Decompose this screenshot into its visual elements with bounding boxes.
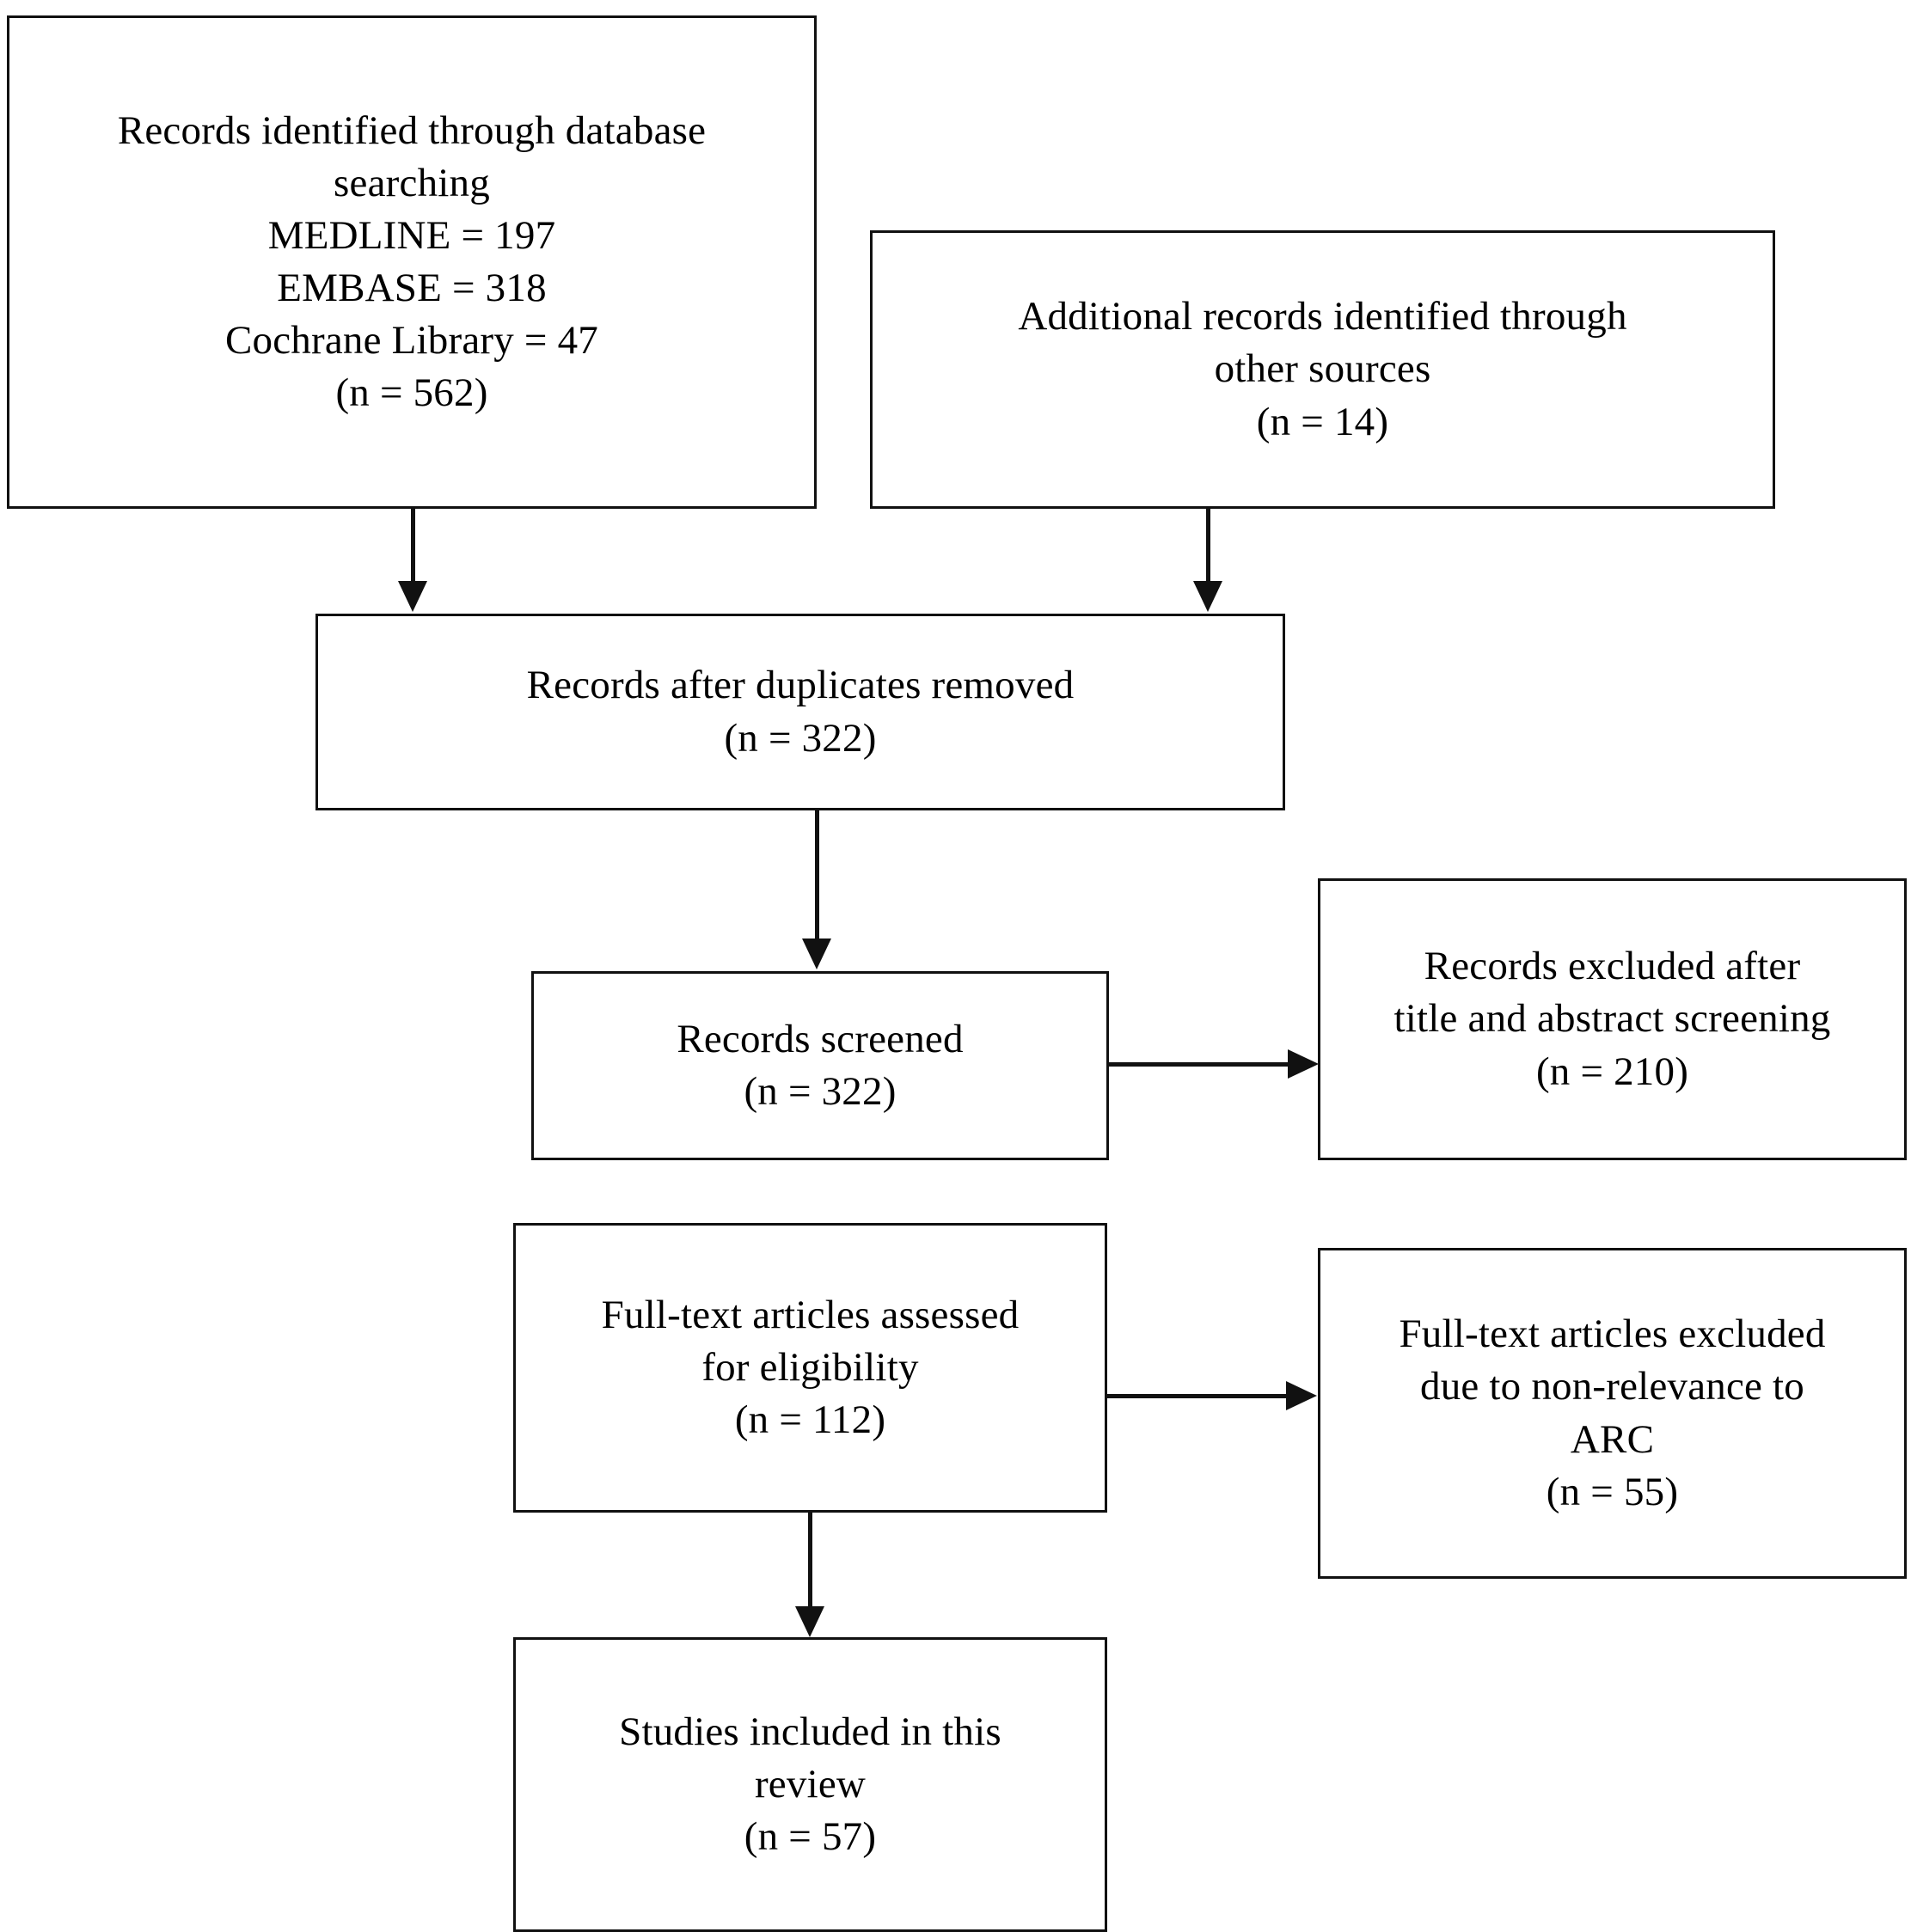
connector-database-search-to-duplicates [411,509,415,583]
arrowhead-down-icon [398,581,427,612]
node-line: Full-text articles excluded [1399,1311,1826,1357]
node-line: other sources [1214,346,1431,392]
node-line: Cochrane Library = 47 [225,318,598,364]
node-records-identified-database-searching: Records identified through database sear… [7,15,817,509]
node-line: Records identified through database [117,107,707,153]
node-line: (n = 55) [1546,1469,1679,1514]
node-line: (n = 14) [1256,399,1389,444]
connector-other-sources-to-duplicates [1206,509,1210,583]
node-line: searching [334,160,490,205]
arrowhead-down-icon [802,938,831,969]
node-line: (n = 210) [1535,1049,1689,1094]
node-line: due to non-relevance to [1420,1364,1804,1409]
node-line: Records excluded after [1424,944,1801,989]
node-line: MEDLINE = 197 [267,212,556,258]
node-records-screened: Records screened (n = 322) [531,971,1109,1160]
node-line: (n = 562) [335,370,488,416]
node-line: (n = 57) [744,1814,877,1860]
connector-duplicates-to-records-screened [815,810,819,940]
node-line: review [754,1761,867,1807]
node-line: for eligibility [701,1344,919,1390]
node-line: Records screened [677,1016,964,1061]
arrowhead-down-icon [1193,581,1222,612]
node-records-after-duplicates-removed: Records after duplicates removed (n = 32… [315,614,1285,810]
node-line: EMBASE = 318 [277,266,547,310]
node-fulltext-articles-assessed: Full-text articles assessed for eligibil… [513,1223,1107,1513]
node-line: title and abstract screening [1393,996,1831,1042]
node-line: (n = 322) [744,1069,897,1114]
node-line: Full-text articles assessed [601,1292,1020,1337]
node-line: Records after duplicates removed [526,663,1075,708]
node-additional-records-other-sources: Additional records identified through ot… [870,230,1775,509]
node-fulltext-articles-excluded: Full-text articles excluded due to non-r… [1318,1248,1907,1579]
node-line: Additional records identified through [1018,294,1627,339]
connector-fulltext-to-studies-included [808,1513,812,1608]
node-records-excluded-title-abstract: Records excluded after title and abstrac… [1318,878,1907,1160]
arrowhead-down-icon [795,1606,824,1637]
arrowhead-right-icon [1286,1381,1317,1410]
arrowhead-right-icon [1288,1049,1319,1079]
node-line: (n = 112) [734,1397,886,1443]
node-studies-included-in-review: Studies included in this review (n = 57) [513,1637,1107,1932]
node-line: (n = 322) [724,715,877,761]
node-line: ARC [1570,1416,1655,1462]
node-line: Studies included in this [619,1709,1001,1754]
connector-records-screened-to-records-excluded [1107,1062,1289,1067]
connector-fulltext-to-fulltext-excluded [1106,1394,1288,1398]
